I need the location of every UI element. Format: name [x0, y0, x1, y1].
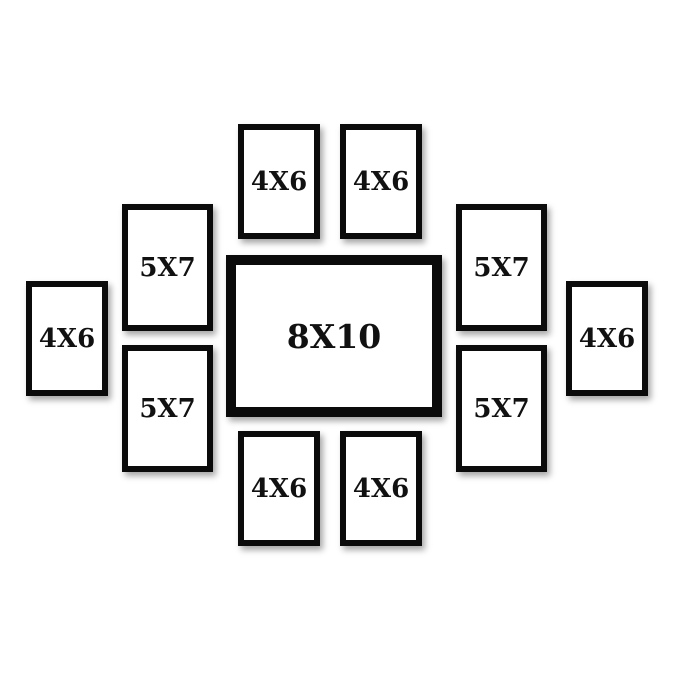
- frame-size-label: 5X7: [139, 393, 196, 424]
- frame-5x7-left-upper: 5X7: [122, 204, 213, 331]
- frame-4x6-far-left: 4X6: [26, 281, 108, 396]
- frame-size-label: 5X7: [139, 252, 196, 283]
- frame-size-label: 4X6: [578, 323, 636, 354]
- frame-4x6-far-right: 4X6: [566, 281, 648, 396]
- frame-size-label: 4X6: [352, 473, 410, 504]
- frame-4x6-bottom-left: 4X6: [238, 431, 320, 546]
- frame-5x7-right-upper: 5X7: [456, 204, 547, 331]
- frame-8x10-center: 8X10: [226, 255, 442, 417]
- frame-4x6-top-right: 4X6: [340, 124, 422, 239]
- frame-4x6-top-left: 4X6: [238, 124, 320, 239]
- frame-5x7-left-lower: 5X7: [122, 345, 213, 472]
- frame-size-label: 4X6: [352, 166, 410, 197]
- frame-size-label: 4X6: [250, 473, 308, 504]
- frame-size-label: 4X6: [250, 166, 308, 197]
- frame-size-label: 4X6: [38, 323, 96, 354]
- frame-size-label: 8X10: [286, 316, 382, 356]
- frame-4x6-bottom-right: 4X6: [340, 431, 422, 546]
- frame-size-label: 5X7: [473, 393, 530, 424]
- frame-5x7-right-lower: 5X7: [456, 345, 547, 472]
- frame-size-label: 5X7: [473, 252, 530, 283]
